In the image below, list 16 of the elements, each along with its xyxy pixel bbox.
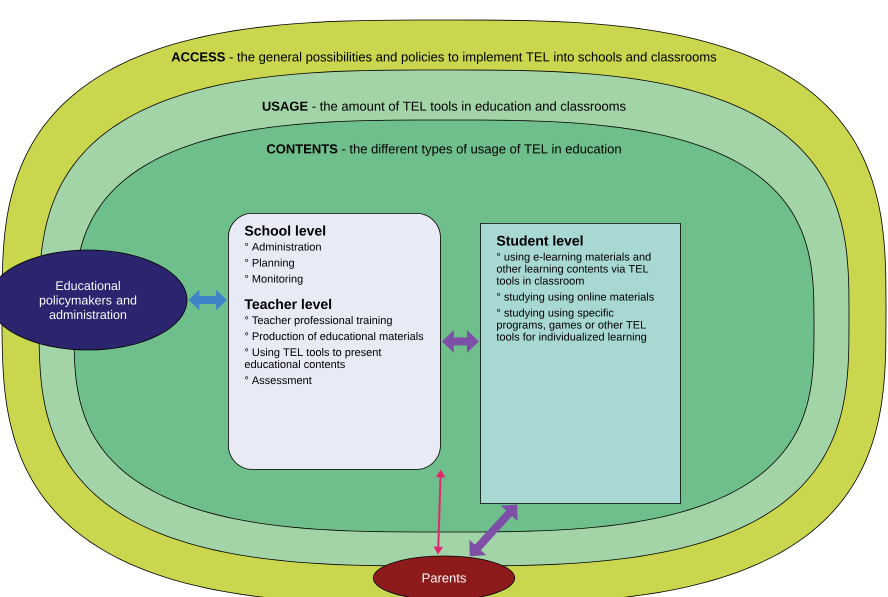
student-level-box <box>480 223 681 504</box>
list-item: ° Teacher professional training <box>245 316 392 326</box>
double-arrow <box>469 504 518 556</box>
list-item: ° Assessment <box>245 376 312 384</box>
list-item: ° studying using specific programs, games or other TEL tools for individualized learning <box>496 308 646 343</box>
list-item: ° Using TEL tools to present educational contents <box>244 348 382 368</box>
school-teacher-box <box>228 213 441 470</box>
level-heading: Student level <box>496 235 583 246</box>
list-item: ° Monitoring <box>245 274 302 285</box>
list-item: ° Administration <box>245 242 321 251</box>
level-heading: Teacher level <box>244 298 332 310</box>
list-item: ° using e-learning materials and other learning contents via TEL tools in classroom <box>496 252 650 285</box>
list-item: ° Production of educational materials <box>245 332 424 340</box>
list-item: ° Planning <box>245 258 294 269</box>
level-heading: School level <box>244 225 326 236</box>
list-item: ° studying using online materials <box>497 292 654 303</box>
